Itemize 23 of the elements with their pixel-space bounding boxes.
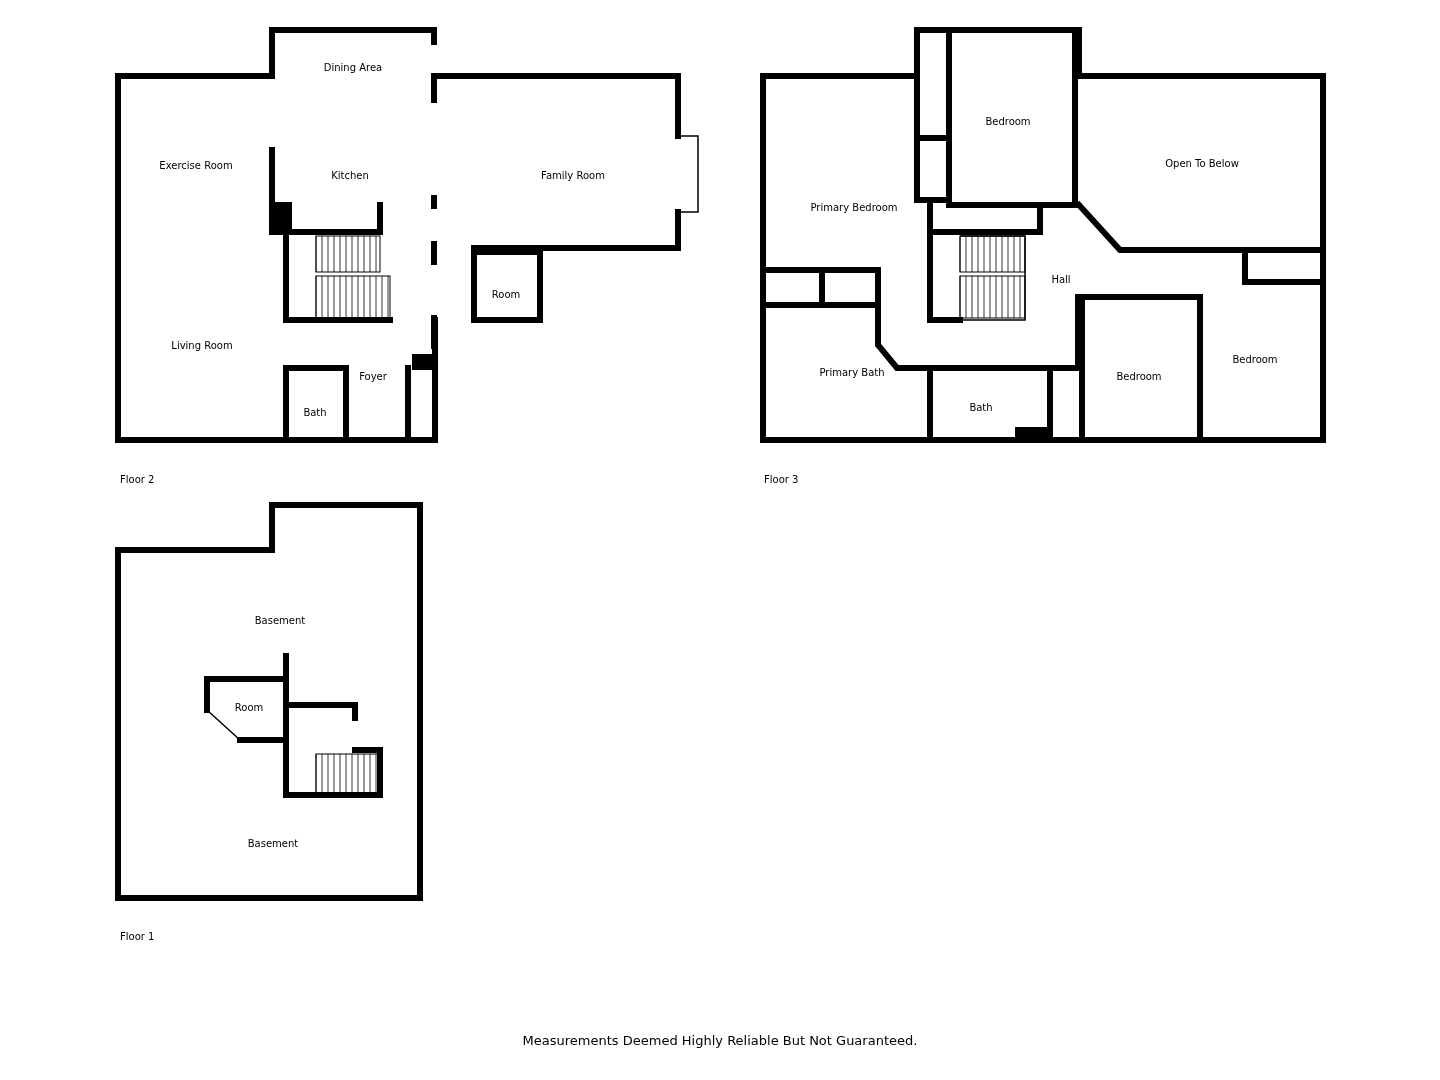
floor-label: Floor 1 (120, 931, 155, 942)
room-label: Hall (1051, 273, 1071, 285)
room-label: Bedroom (1232, 353, 1278, 365)
room-label: Dining Area (323, 61, 383, 73)
room-label: Living Room (171, 339, 233, 351)
room-label: Exercise Room (159, 159, 233, 171)
floor-label: Floor 3 (764, 474, 799, 485)
room-label: Basement (254, 614, 306, 626)
caption: Measurements Deemed Highly Reliable But Not Guaranteed. (522, 1033, 918, 1048)
room-label: Open To Below (1165, 157, 1239, 169)
room-label: Bath (303, 406, 327, 418)
room-label: Bedroom (985, 115, 1031, 127)
room-label: Foyer (359, 370, 387, 382)
room-label: Basement (247, 837, 299, 849)
room-label: Room (491, 288, 521, 300)
room-label: Family Room (541, 169, 605, 181)
room-label: Primary Bath (819, 366, 885, 378)
floor-label: Floor 2 (120, 474, 155, 485)
room-label: Primary Bedroom (810, 201, 898, 213)
room-label: Kitchen (331, 169, 369, 181)
room-label: Bedroom (1116, 370, 1162, 382)
room-label: Room (234, 701, 264, 713)
room-label: Bath (969, 401, 993, 413)
